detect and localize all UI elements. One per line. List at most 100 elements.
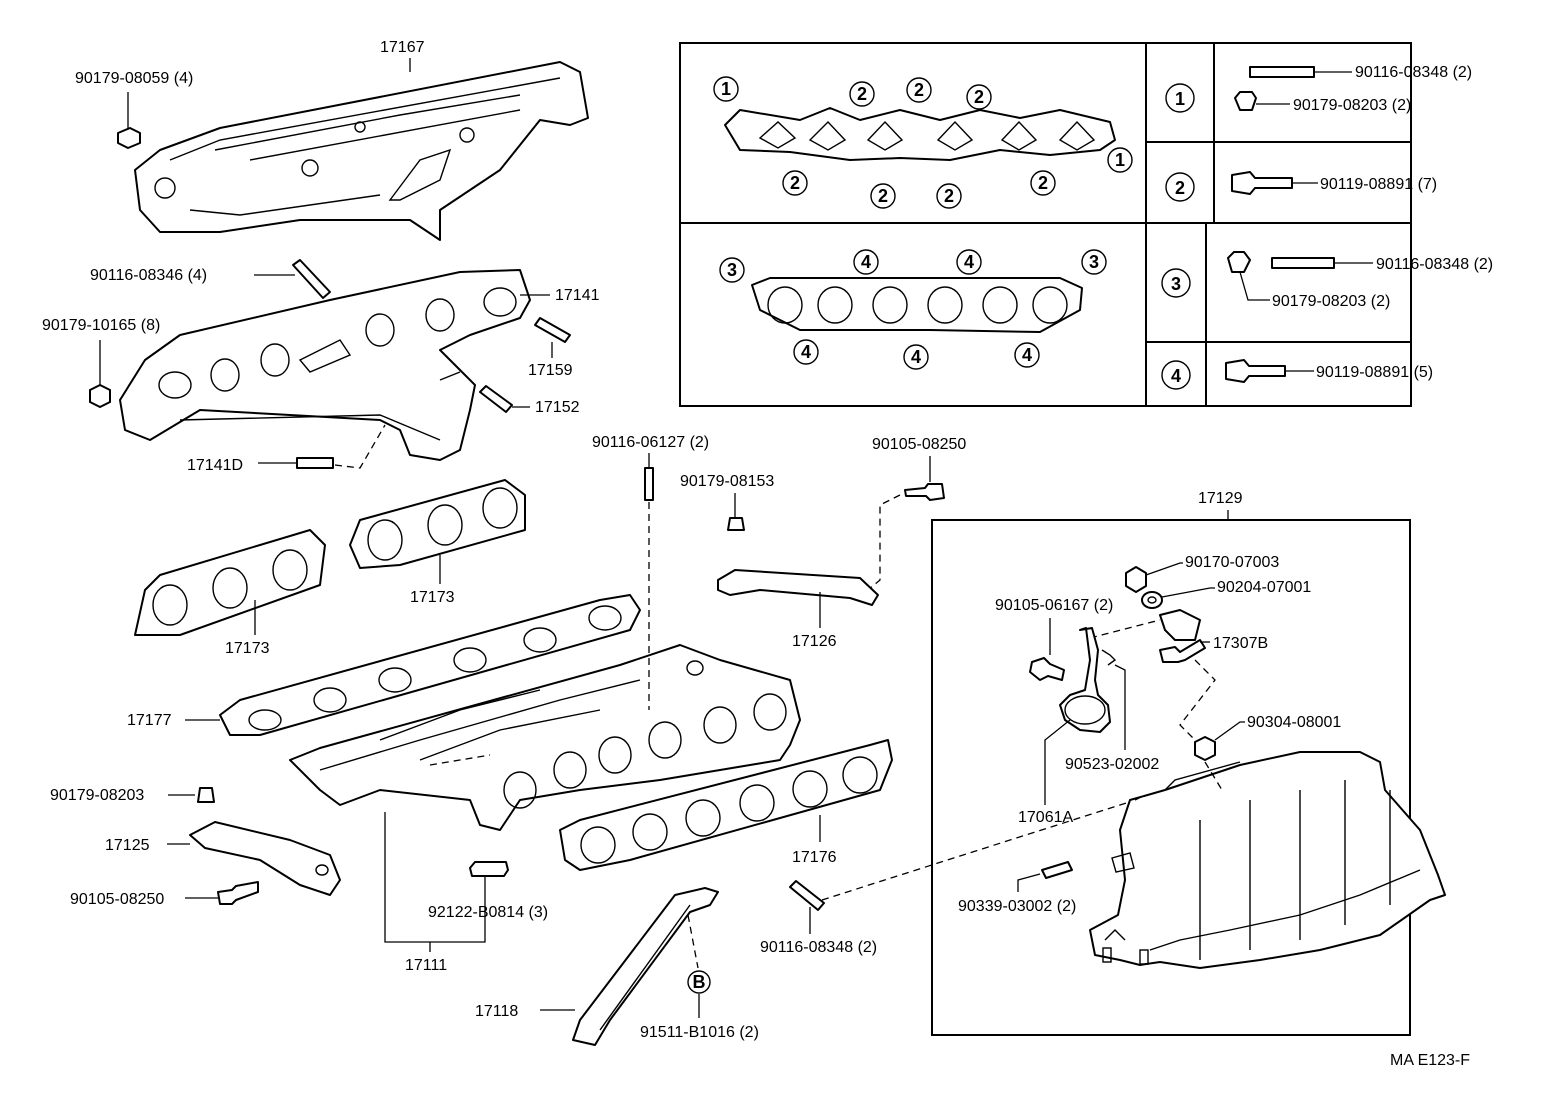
legend-callout-4: 4 xyxy=(1171,366,1181,386)
label-90105-06167: 90105-06167 (2) xyxy=(995,597,1113,614)
label-90304-08001: 90304-08001 xyxy=(1247,714,1341,731)
label-90170-07003: 90170-07003 xyxy=(1185,554,1279,571)
bolt-17307B xyxy=(1159,639,1206,663)
callout-2-g: 2 xyxy=(1038,173,1048,193)
stay-17118 xyxy=(572,887,719,1046)
legend-nut-row1 xyxy=(1234,91,1257,111)
callouts-lower-gasket xyxy=(719,249,1107,370)
callout-3-b: 3 xyxy=(1089,252,1099,272)
label-17118: 17118 xyxy=(475,1003,518,1020)
label-17061A: 17061A xyxy=(1018,809,1073,826)
callout-4-d: 4 xyxy=(911,347,921,367)
bolt-90105-08250-top xyxy=(904,483,945,501)
bracket-17126 xyxy=(717,569,879,606)
gasket-17177 xyxy=(219,594,641,736)
callout-2-b: 2 xyxy=(914,80,924,100)
label-17167: 17167 xyxy=(380,39,425,56)
callout-4-e: 4 xyxy=(1022,345,1032,365)
intake-chamber xyxy=(1089,751,1446,969)
label-90179-08059: 90179-08059 (4) xyxy=(75,70,193,87)
label-17159: 17159 xyxy=(528,362,573,379)
chamber-assembly-frame xyxy=(931,519,1411,1036)
exhaust-manifold-17141 xyxy=(119,269,531,461)
label-90116-06127: 90116-06127 (2) xyxy=(592,434,709,451)
legend-row1-nut-label: 90179-08203 (2) xyxy=(1293,97,1411,114)
label-17141D: 17141D xyxy=(187,457,243,474)
legend-row-callouts xyxy=(1161,83,1195,390)
label-17152: 17152 xyxy=(535,399,580,416)
label-17307B: 17307B xyxy=(1213,635,1268,652)
label-90179-08203: 90179-08203 xyxy=(50,787,144,804)
stud-90116-08348-mid xyxy=(789,880,825,911)
label-90523-02002: 90523-02002 xyxy=(1065,756,1159,773)
callout-2-e: 2 xyxy=(878,186,888,206)
gasket-diagram-upper xyxy=(724,107,1116,161)
label-17173-right: 17173 xyxy=(410,589,455,606)
nut-90170-07003 xyxy=(1125,566,1147,593)
gasket-diagram-lower xyxy=(751,277,1083,333)
bolt-90105-08250-bottom xyxy=(217,881,259,905)
callout-4-b: 4 xyxy=(964,252,974,272)
gasket-legend-table xyxy=(679,42,1412,407)
label-17176: 17176 xyxy=(792,849,837,866)
label-17111: 17111 xyxy=(405,957,447,974)
callout-b-text: B xyxy=(693,972,706,992)
callout-1-a: 1 xyxy=(721,79,731,99)
callouts-upper-gasket xyxy=(713,76,1133,209)
label-17125: 17125 xyxy=(105,837,150,854)
stud-17159 xyxy=(534,317,571,343)
callout-2-a: 2 xyxy=(857,84,867,104)
gasket-17176 xyxy=(559,739,893,871)
heat-insulator-17167 xyxy=(134,61,589,241)
stud-90116-08346 xyxy=(292,259,331,299)
nut-90304-08001 xyxy=(1194,736,1216,761)
nut-90179-08203 xyxy=(197,787,215,803)
bracket-17125 xyxy=(189,821,341,896)
callout-2-f: 2 xyxy=(944,186,954,206)
legend-callout-1: 1 xyxy=(1175,89,1185,109)
legend-stud-row3 xyxy=(1271,257,1335,269)
legend-callout-2: 2 xyxy=(1175,178,1185,198)
legend-stud-row1 xyxy=(1249,66,1315,78)
intake-manifold-17111 xyxy=(289,644,801,831)
label-90339-03002: 90339-03002 (2) xyxy=(958,898,1076,915)
label-17141: 17141 xyxy=(555,287,600,304)
diagram-code: MA E123-F xyxy=(1390,1052,1470,1069)
legend-nut-row3 xyxy=(1227,251,1251,273)
callout-2-c: 2 xyxy=(974,87,984,107)
legend-bolt-row4 xyxy=(1225,359,1286,383)
label-92122-B0814: 92122-B0814 (3) xyxy=(428,904,548,921)
nut-90179-10165 xyxy=(89,384,111,408)
stud-17152 xyxy=(479,385,513,413)
label-17129: 17129 xyxy=(1198,490,1243,507)
label-91511-B1016: 91511-B1016 (2) xyxy=(640,1024,759,1041)
callout-4-a: 4 xyxy=(861,252,871,272)
bolt-90105-06167 xyxy=(1029,657,1065,681)
callout-b xyxy=(687,970,711,994)
clamp-90523-02002 xyxy=(1101,649,1117,666)
label-90116-08346: 90116-08346 (4) xyxy=(90,267,207,284)
legend-row1-stud-label: 90116-08348 (2) xyxy=(1355,64,1472,81)
bracket-17307B xyxy=(1159,609,1201,641)
gasket-17173-left xyxy=(134,529,326,636)
legend-row3-nut-label: 90179-08203 (2) xyxy=(1272,293,1390,310)
stud-90116-06127 xyxy=(644,467,654,501)
legend-callout-3: 3 xyxy=(1171,274,1181,294)
vsv-17061A xyxy=(1059,627,1111,733)
label-90105-08250-top: 90105-08250 xyxy=(872,436,966,453)
label-90116-08348-mid: 90116-08348 (2) xyxy=(760,939,877,956)
callout-3-a: 3 xyxy=(727,260,737,280)
gasket-17173-right xyxy=(349,479,526,569)
label-90204-07001: 90204-07001 xyxy=(1217,579,1311,596)
plug-90339-03002 xyxy=(1041,861,1073,879)
washer-90204-07001 xyxy=(1141,591,1163,609)
callout-4-c: 4 xyxy=(801,342,811,362)
legend-row4-bolt-label: 90119-08891 (5) xyxy=(1316,364,1433,381)
nut-90179-08153 xyxy=(727,517,745,531)
legend-row3-stud-label: 90116-08348 (2) xyxy=(1376,256,1493,273)
nut-90179-08059 xyxy=(117,127,141,149)
legend-bolt-row2 xyxy=(1231,171,1293,195)
stud-17141D xyxy=(296,457,334,469)
callout-1-b: 1 xyxy=(1115,150,1125,170)
